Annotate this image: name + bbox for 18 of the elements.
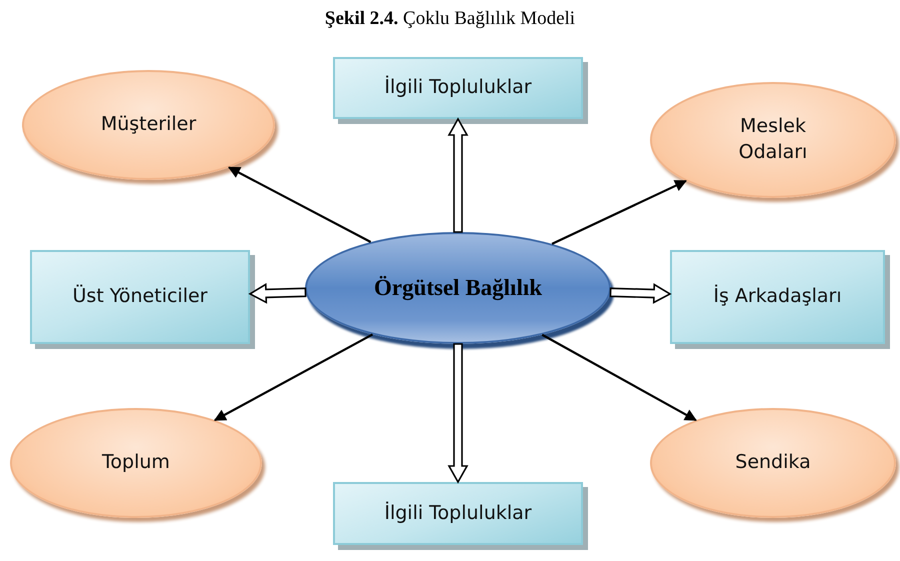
node-label: İlgili Topluluklar	[384, 75, 532, 100]
node-label: İlgili Topluluklar	[384, 500, 532, 526]
node-label: Üst Yöneticiler	[72, 284, 208, 310]
figure-title: Şekil 2.4. Çoklu Bağlılık Modeli	[324, 8, 576, 29]
node-label: Müşteriler	[100, 112, 196, 138]
arrow	[228, 166, 372, 243]
hollow-arrow	[448, 117, 468, 233]
node-label: Toplum	[102, 450, 170, 476]
arrow	[552, 180, 687, 245]
node-label: İş Arkadaşları	[713, 284, 842, 310]
node-label: Meslek Odaları	[738, 114, 808, 165]
hollow-arrow	[248, 283, 306, 304]
arrow	[214, 333, 374, 422]
hollow-arrow	[610, 283, 672, 304]
arrow	[542, 334, 697, 422]
node-label: Sendika	[735, 450, 811, 476]
hollow-arrow	[448, 343, 468, 484]
node-label: Örgütsel Bağlılık	[374, 274, 542, 302]
